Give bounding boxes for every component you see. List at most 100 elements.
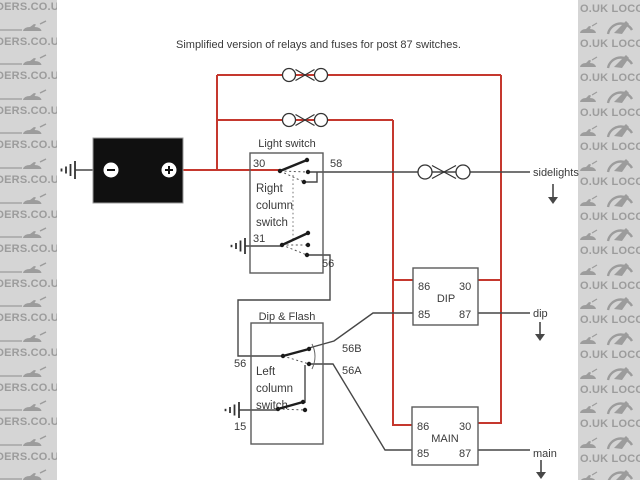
- watermark-row: O.UK LOCOST: [578, 51, 640, 85]
- watermark-row: DERS.CO.UK L: [0, 51, 57, 85]
- terminal-31-ground-icon: [230, 238, 246, 254]
- watermark-row: DERS.CO.UK L: [0, 155, 57, 189]
- wire-56b-to-dip-85: [308, 312, 413, 349]
- watermark-row: O.UK LOCOST: [578, 466, 640, 480]
- dip-flash-body-line: column: [256, 383, 293, 395]
- locost-logo-icon: [580, 89, 634, 104]
- watermark-row: O.UK LOCOST: [578, 224, 640, 258]
- battery-plus-icon: [165, 166, 173, 174]
- watermark-text: DERS.CO.UK L: [0, 243, 57, 256]
- dip-arrow-icon: [535, 322, 545, 341]
- outputs: sidelights dip main: [533, 167, 579, 479]
- main-output-label: main: [533, 448, 557, 460]
- terminal-58-label: 58: [330, 158, 342, 170]
- dip-relay-name: DIP: [437, 293, 455, 305]
- watermark-row: O.UK LOCOST: [578, 17, 640, 51]
- watermark-strip-left: DERS.CO.UK L DERS.CO.UK L DERS.CO.UK L: [0, 0, 57, 480]
- signal-wires: [75, 169, 530, 451]
- car-logo-icon: [0, 296, 47, 308]
- locost-logo-icon: [581, 470, 634, 480]
- locost-logo-icon: [580, 297, 634, 311]
- relay-main: 86 30 MAIN 85 87: [411, 406, 479, 466]
- watermark-row: O.UK LOCOST: [578, 293, 640, 327]
- watermark-row: O.UK LOCOST: [578, 0, 640, 16]
- watermark-row: O.UK LOCOST: [578, 190, 640, 224]
- watermark-text: O.UK LOCOST: [580, 106, 640, 119]
- locost-logo-icon: [580, 332, 634, 346]
- watermark-text: O.UK LOCOST: [580, 279, 640, 292]
- watermark-text: DERS.CO.UK L: [0, 347, 57, 359]
- car-logo-icon: [0, 54, 47, 66]
- watermark-row: O.UK LOCOST: [578, 86, 640, 120]
- light-switch: Light switch 30 58 31 56 Right column sw…: [249, 138, 342, 274]
- watermark-row: O.UK LOCOST: [578, 155, 640, 189]
- watermark-row: DERS.CO.UK L: [0, 328, 57, 362]
- locost-logo-icon: [580, 366, 634, 380]
- watermark-text: DERS.CO.UK L: [0, 312, 57, 325]
- watermark-text: DERS.CO.UK L: [0, 1, 57, 13]
- car-logo-icon: [0, 331, 47, 342]
- watermark-text: O.UK LOCOST: [580, 418, 640, 431]
- main-86-label: 86: [417, 421, 429, 433]
- car-logo-icon: [0, 262, 47, 273]
- car-logo-icon: [0, 435, 47, 446]
- watermark-text: DERS.CO.UK L: [0, 174, 57, 186]
- watermark-text: DERS.CO.UK L: [0, 416, 57, 429]
- watermark-row: O.UK LOCOST: [578, 120, 640, 154]
- terminal-15-ground-icon: [224, 402, 240, 418]
- watermark-row: DERS.CO.UK L: [0, 466, 57, 480]
- car-logo-icon: [0, 89, 47, 100]
- watermark-text: DERS.CO.UK L: [0, 450, 57, 463]
- watermark-text: DERS.CO.UK L: [0, 277, 57, 290]
- watermark-text: DERS.CO.UK L: [0, 208, 57, 221]
- watermark-row: DERS.CO.UK L: [0, 120, 57, 154]
- relay-30-feed-wire: [478, 75, 502, 424]
- terminal-56-df-label: 56: [234, 358, 246, 370]
- diagram-title: Simplified version of relays and fuses f…: [176, 39, 461, 51]
- watermark-text: O.UK LOCOST: [580, 3, 640, 15]
- watermark-row: DERS.CO.UK L: [0, 190, 57, 224]
- light-switch-body-line: column: [256, 200, 293, 212]
- locost-logo-icon: [580, 124, 634, 138]
- watermark-row: O.UK LOCOST: [578, 328, 640, 362]
- dip-87-label: 87: [459, 309, 471, 321]
- main-relay-name: MAIN: [431, 433, 459, 445]
- terminal-15-label: 15: [234, 421, 246, 433]
- light-switch-title: Light switch: [258, 138, 315, 150]
- watermark-row: O.UK LOCOST: [578, 259, 640, 293]
- locost-logo-icon: [580, 401, 634, 415]
- dip-30-label: 30: [459, 281, 471, 293]
- dip-86-label: 86: [418, 281, 430, 293]
- main-87-label: 87: [459, 448, 471, 460]
- light-switch-box: [249, 152, 324, 274]
- watermark-text: DERS.CO.UK L: [0, 381, 57, 394]
- light-switch-body-line: Right: [256, 183, 284, 195]
- car-logo-icon: [0, 158, 47, 169]
- relay-main-box: [411, 406, 479, 466]
- watermark-text: O.UK LOCOST: [580, 383, 640, 396]
- terminal-56-wire: [237, 254, 331, 357]
- car-logo-icon: [0, 192, 47, 204]
- watermark-text: O.UK LOCOST: [580, 141, 640, 154]
- watermark-row: DERS.CO.UK L: [0, 259, 57, 293]
- watermark-row: O.UK LOCOST: [578, 363, 640, 397]
- watermark-row: DERS.CO.UK L: [0, 17, 57, 51]
- watermark-text: O.UK LOCOST: [580, 37, 640, 50]
- main-85-label: 85: [417, 448, 429, 460]
- fuse-icon-sidelights: [417, 164, 471, 180]
- dip-flash-body-line: Left: [256, 366, 276, 378]
- watermark-text: O.UK LOCOST: [580, 245, 640, 258]
- watermark-text: O.UK LOCOST: [580, 349, 640, 361]
- sidelights-arrow-icon: [548, 184, 558, 204]
- car-logo-icon: [0, 227, 47, 239]
- car-logo-icon: [0, 400, 47, 412]
- watermark-text: O.UK LOCOST: [580, 452, 640, 465]
- dip-flash-box: [250, 322, 324, 445]
- terminal-56-label: 56: [322, 258, 334, 270]
- main-arrow-icon: [536, 460, 546, 479]
- sidelights-output-label: sidelights: [533, 167, 579, 179]
- terminal-31-label: 31: [253, 233, 265, 245]
- locost-logo-icon: [580, 193, 634, 207]
- watermark-text: O.UK LOCOST: [580, 210, 640, 223]
